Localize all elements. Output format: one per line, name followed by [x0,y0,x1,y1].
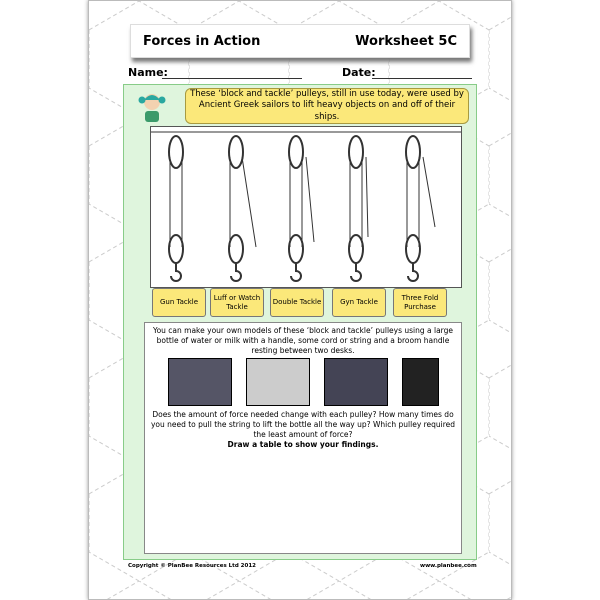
worksheet-number: Worksheet 5C [355,33,457,49]
pulley-label-luff-tackle: Luff or Watch Tackle [210,288,264,317]
questions-text: Does the amount of force needed change w… [150,410,456,439]
pulley-drawings [151,131,461,282]
model-photo-4 [401,358,439,407]
pulley-label-three-fold: Three Fold Purchase [393,288,447,317]
instructions-text: You can make your own models of these ‘b… [152,326,453,355]
activity-box: You can make your own models of these ‘b… [144,322,462,554]
model-photo-1 [167,358,232,407]
copyright: Copyright © PlanBee Resources Ltd 2012 [128,563,256,569]
pulley-label-gun-tackle: Gun Tackle [152,288,206,317]
pulley-label-gyn-tackle: Gyn Tackle [332,288,386,317]
task-text: Draw a table to show your findings. [227,439,379,449]
pulley-label-double-tackle: Double Tackle [270,288,324,317]
website: www.planbee.com [420,563,477,569]
name-label: Name: [128,66,168,79]
model-photos [145,358,461,407]
model-photo-2 [245,358,310,407]
worksheet-header: Forces in Action Worksheet 5C [130,24,470,58]
date-label: Date: [342,66,376,79]
name-line [162,78,302,79]
girl-character-icon [138,94,166,122]
worksheet-title: Forces in Action [143,33,261,49]
speech-bubble: These ‘block and tackle’ pulleys, still … [185,88,469,124]
pulleys-illustration [150,126,462,288]
model-photo-3 [323,358,388,407]
date-line [372,78,472,79]
